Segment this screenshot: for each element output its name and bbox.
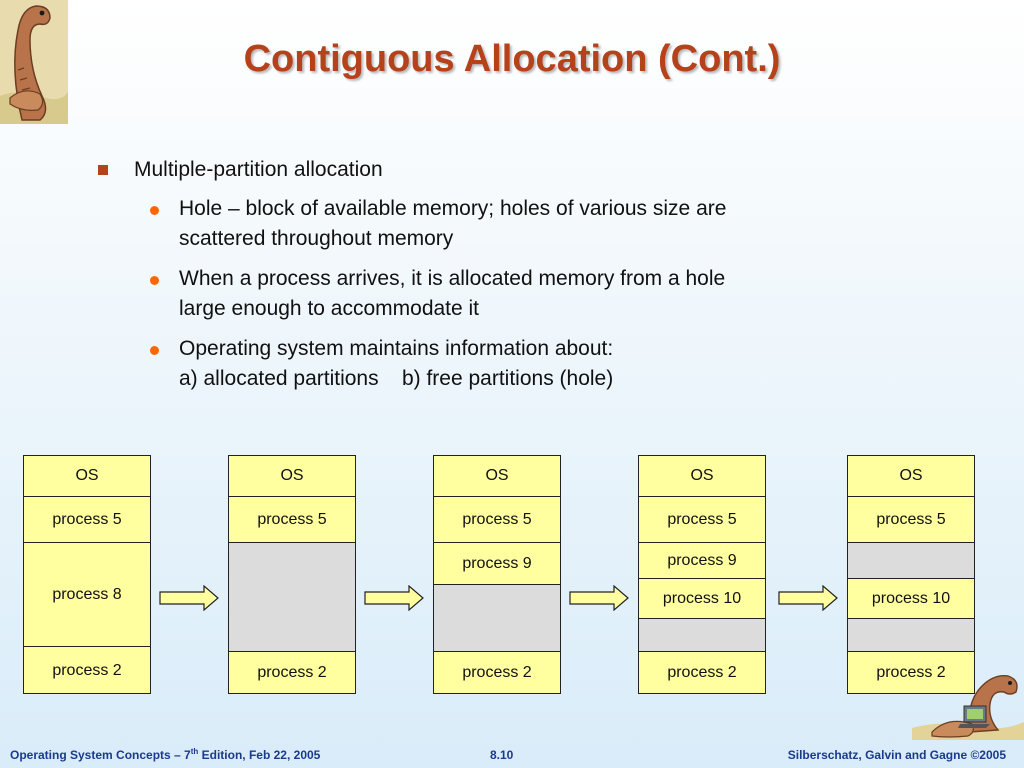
process-5-block: process 5 <box>229 497 355 543</box>
process-2-block: process 2 <box>257 664 327 681</box>
dinosaur-logo-icon <box>0 0 68 124</box>
memory-column-4: OS process 5 process 9 process 10 proces… <box>638 455 766 694</box>
os-block: OS <box>639 456 765 497</box>
footer-authors: Silberschatz, Galvin and Gagne ©2005 <box>787 748 1006 762</box>
sub-bullet-1-line-2: scattered throughout memory <box>179 227 454 250</box>
process-5-block: process 5 <box>434 497 560 543</box>
footer-title-superscript: th <box>190 747 199 756</box>
bullet-main: Multiple-partition allocation <box>96 156 876 184</box>
hole-block <box>848 619 974 652</box>
right-arrow-icon <box>778 585 838 611</box>
sub-bullet-2-line-2: large enough to accommodate it <box>179 297 480 320</box>
memory-column-2: OS process 5 process 2 <box>228 455 356 694</box>
process-10-block: process 10 <box>639 579 765 619</box>
hole-block <box>229 543 355 652</box>
process-5-block: process 5 <box>639 497 765 543</box>
bullet-list: Multiple-partition allocation Hole – blo… <box>96 156 876 394</box>
sub-bullet-1-line-1: Hole – block of available memory; holes … <box>179 197 727 220</box>
sub-bullet-3-line-1: Operating system maintains information a… <box>179 337 614 360</box>
process-10-block: process 10 <box>848 579 974 619</box>
process-2-block: process 2 <box>462 664 532 681</box>
os-block: OS <box>848 456 974 497</box>
os-block: OS <box>229 456 355 497</box>
square-bullet-icon <box>98 165 108 175</box>
dinosaur-laptop-icon <box>912 666 1024 740</box>
sub-bullet-1: Hole – block of available memory; holes … <box>150 194 876 254</box>
process-9-block: process 9 <box>639 543 765 579</box>
footer-book-title: Operating System Concepts – 7th Edition,… <box>10 747 320 762</box>
process-2-block: process 2 <box>876 664 946 681</box>
bullet-main-text: Multiple-partition allocation <box>134 158 383 181</box>
right-arrow-icon <box>364 585 424 611</box>
footer-title-prefix: Operating System Concepts – 7 <box>10 748 191 762</box>
sub-bullet-3: Operating system maintains information a… <box>150 334 876 394</box>
os-block: OS <box>434 456 560 497</box>
memory-column-1: OS process 5 process 8 process 2 <box>23 455 151 694</box>
slide-number: 8.10 <box>490 748 514 762</box>
os-block: OS <box>24 456 150 497</box>
memory-column-5: OS process 5 process 10 process 2 <box>847 455 975 694</box>
hole-block <box>434 585 560 652</box>
round-bullet-icon <box>150 346 159 355</box>
sub-bullet-3-line-2: a) allocated partitions b) free partitio… <box>179 367 614 390</box>
page-title: Contiguous Allocation (Cont.) <box>243 38 781 80</box>
sub-bullet-2-line-1: When a process arrives, it is allocated … <box>179 267 726 290</box>
process-8-block: process 8 <box>24 543 150 647</box>
memory-column-3: OS process 5 process 9 process 2 <box>433 455 561 694</box>
hole-block <box>639 619 765 652</box>
process-5-block: process 5 <box>24 497 150 543</box>
process-9-block: process 9 <box>434 543 560 585</box>
process-5-block: process 5 <box>848 497 974 543</box>
sub-bullet-2: When a process arrives, it is allocated … <box>150 264 876 324</box>
right-arrow-icon <box>569 585 629 611</box>
footer-title-suffix: Edition, Feb 22, 2005 <box>198 748 321 762</box>
hole-block <box>848 543 974 579</box>
right-arrow-icon <box>159 585 219 611</box>
process-2-block: process 2 <box>667 664 737 681</box>
round-bullet-icon <box>150 206 159 215</box>
process-2-block: process 2 <box>52 661 122 679</box>
round-bullet-icon <box>150 276 159 285</box>
